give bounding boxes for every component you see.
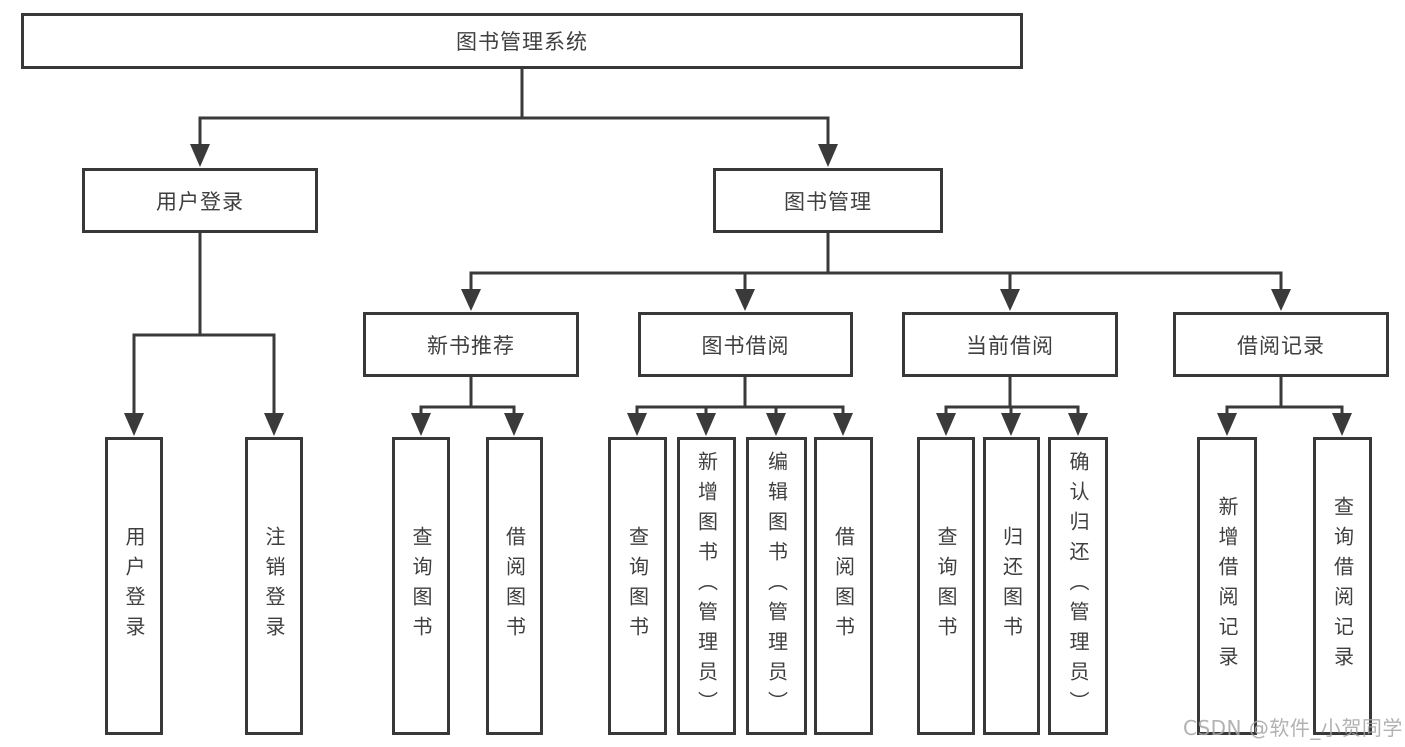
leaf-borrow-books-borrowing-label: 借阅图书: [831, 526, 856, 646]
leaf-edit-book-admin-label: 编辑图书（管理员）: [764, 451, 789, 721]
leaf-return-books: 归还图书: [983, 437, 1040, 735]
leaf-query-borrow-record-label: 查询借阅记录: [1330, 496, 1355, 676]
node-book-borrowing: 图书借阅: [638, 312, 853, 377]
leaf-borrow-books-recommend: 借阅图书: [486, 437, 543, 735]
leaf-query-books-recommend-label: 查询图书: [409, 526, 433, 646]
node-current-borrowing: 当前借阅: [902, 312, 1118, 377]
leaf-query-books-current: 查询图书: [917, 437, 975, 735]
leaf-query-books-recommend: 查询图书: [392, 437, 450, 735]
connector-level2-branch: [198, 116, 830, 148]
node-new-book-recommend-label: 新书推荐: [427, 333, 515, 358]
leaf-query-borrow-record: 查询借阅记录: [1313, 437, 1372, 735]
leaf-borrow-books-recommend-label: 借阅图书: [502, 526, 527, 646]
leaf-logout: 注销登录: [245, 437, 303, 735]
node-root: 图书管理系统: [21, 13, 1023, 69]
connector-book-borrow-branch: [635, 405, 845, 416]
leaf-user-login: 用户登录: [105, 437, 163, 735]
leaf-confirm-return-admin-label: 确认归还（管理员）: [1066, 451, 1090, 721]
node-user-login-label: 用户登录: [156, 189, 244, 214]
leaf-return-books-label: 归还图书: [999, 526, 1024, 646]
watermark: CSDN @软件_小贺同学: [1183, 716, 1403, 740]
node-user-login: 用户登录: [82, 168, 318, 233]
node-book-management: 图书管理: [713, 168, 943, 233]
node-new-book-recommend: 新书推荐: [363, 312, 579, 377]
leaf-add-book-admin-label: 新增图书（管理员）: [694, 451, 719, 721]
leaf-add-book-admin: 新增图书（管理员）: [677, 437, 736, 735]
node-book-borrowing-label: 图书借阅: [701, 333, 790, 358]
leaf-user-login-label: 用户登录: [122, 526, 146, 646]
node-borrowing-records-label: 借阅记录: [1237, 333, 1325, 358]
connector-borrow-record-branch: [1225, 405, 1344, 416]
node-book-management-label: 图书管理: [784, 189, 872, 214]
node-root-label: 图书管理系统: [456, 30, 588, 54]
connector-current-borrow-branch: [944, 405, 1080, 416]
leaf-confirm-return-admin: 确认归还（管理员）: [1048, 437, 1108, 735]
leaf-add-borrow-record-label: 新增借阅记录: [1215, 496, 1239, 676]
node-borrowing-records: 借阅记录: [1173, 312, 1389, 377]
leaf-query-books-borrowing-label: 查询图书: [625, 526, 650, 646]
connector-user-login-branch: [132, 333, 276, 416]
leaf-edit-book-admin: 编辑图书（管理员）: [746, 437, 807, 735]
leaf-add-borrow-record: 新增借阅记录: [1197, 437, 1257, 735]
leaf-borrow-books-borrowing: 借阅图书: [814, 437, 873, 735]
leaf-logout-label: 注销登录: [262, 526, 286, 646]
leaf-query-books-borrowing: 查询图书: [608, 437, 667, 735]
connector-level3-branch: [469, 271, 1283, 292]
node-current-borrowing-label: 当前借阅: [966, 333, 1054, 358]
leaf-query-books-current-label: 查询图书: [934, 526, 958, 646]
connector-new-book-branch: [419, 405, 516, 416]
